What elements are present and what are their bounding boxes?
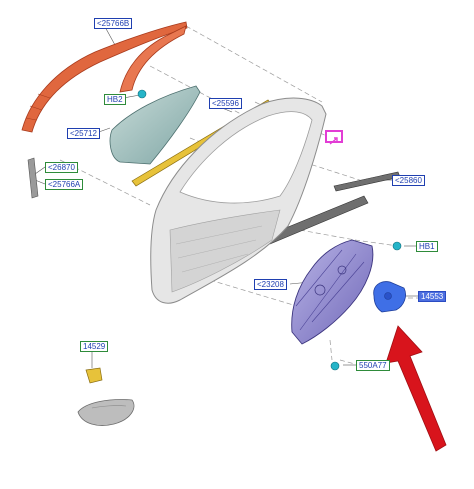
magnifier-glyph — [329, 137, 338, 145]
magnifier-icon[interactable] — [325, 130, 343, 145]
label-23208[interactable]: <23208 — [254, 279, 287, 290]
label-14553[interactable]: 14553 — [418, 291, 447, 302]
window-regulator — [291, 239, 374, 345]
label-25712[interactable]: <25712 — [67, 128, 100, 139]
window-frame-upper — [21, 21, 188, 133]
label-550a77[interactable]: 550A77 — [356, 360, 390, 371]
lower-parts — [77, 367, 135, 426]
door-shell — [150, 97, 327, 304]
arrow-icon — [385, 325, 447, 452]
label-14529[interactable]: 14529 — [80, 341, 109, 352]
label-26870[interactable]: <26870 — [45, 162, 78, 173]
label-25860[interactable]: <25860 — [392, 175, 425, 186]
label-hb1[interactable]: HB1 — [416, 241, 438, 252]
window-motor — [373, 281, 406, 313]
clips — [137, 89, 402, 371]
label-hb2[interactable]: HB2 — [104, 94, 126, 105]
label-25596[interactable]: <25596 — [209, 98, 242, 109]
label-25766b[interactable]: <25766B — [94, 18, 133, 29]
window-glass — [109, 85, 201, 165]
label-25766a[interactable]: <25766A — [45, 179, 84, 190]
